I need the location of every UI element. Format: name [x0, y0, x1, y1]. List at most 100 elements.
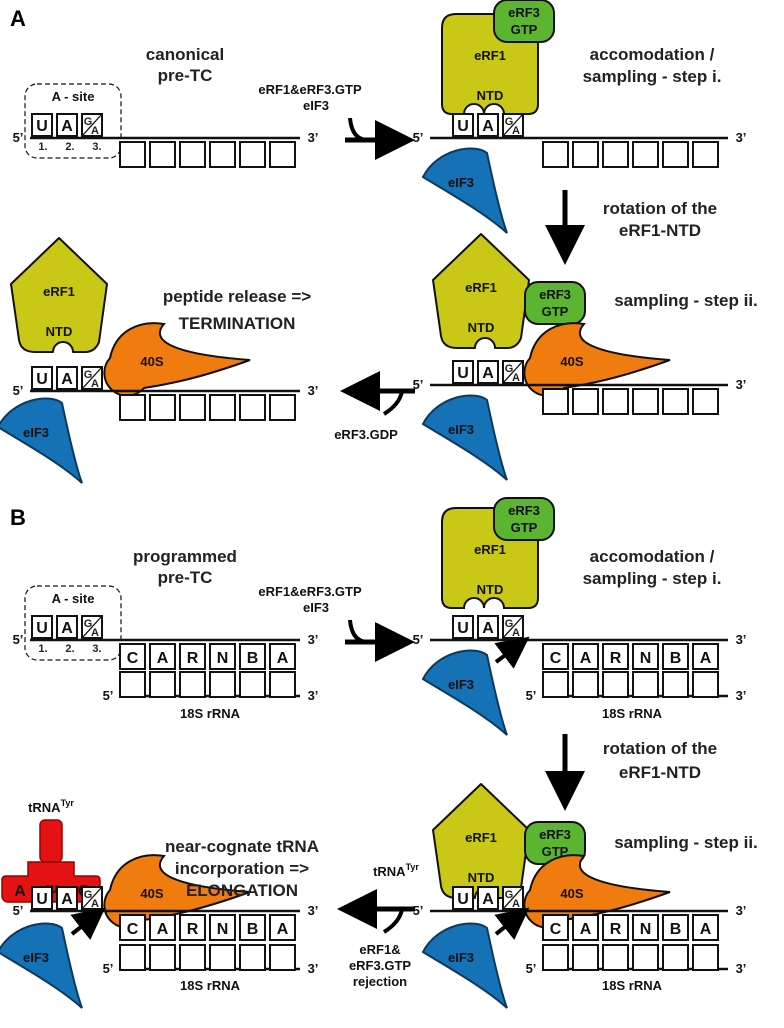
a2-mrna-5prime: 5’: [413, 130, 424, 145]
b2-codon-n2: A: [482, 620, 494, 637]
b3-mrna-letter-4: N: [640, 921, 652, 938]
b2-rrna-mrna-3prime: 3’: [736, 688, 747, 703]
b1-mrna-letter-6: A: [277, 650, 289, 667]
b4-mrna-letter-5: B: [247, 921, 259, 938]
b2-rrna-box-4: [632, 671, 659, 698]
a4-erf1-label: eRF1: [43, 284, 75, 299]
b2-mrna-letter-4: N: [640, 650, 652, 667]
a-arrow1-label-2: eIF3: [303, 98, 329, 113]
b-state3-title: sampling - step ii.: [614, 833, 758, 852]
b2-rrna-box-1: [542, 671, 569, 698]
b2-rrna-label: 18S rRNA: [602, 706, 663, 721]
a2-mrna-box-1: [542, 141, 569, 168]
a-state2-title-2: sampling - step i.: [583, 67, 722, 86]
trna-name: tRNA: [28, 800, 61, 815]
a4-erf1-shape: [10, 237, 108, 353]
a4-mrna-box-4: [209, 394, 236, 421]
b2-erf1-ntd: NTD: [477, 582, 504, 597]
a2-codon-n2: A: [482, 118, 494, 135]
b2-rrna-mrna-5prime: 5’: [526, 688, 537, 703]
b2-mrna-box-5: [662, 643, 689, 670]
b1-asite-pos2: 2.: [65, 643, 74, 655]
a3-erf3-label: eRF3: [539, 287, 571, 302]
b4-codon-n3-top: G: [84, 889, 93, 901]
b4-trna-label: tRNATyr: [28, 798, 74, 815]
b4-rrna-mrna-5prime: 5’: [103, 961, 114, 976]
b2-rrna-box-2: [572, 671, 599, 698]
a1-codon-n1: U: [36, 118, 48, 135]
b4-mrna-letter-6: A: [277, 921, 289, 938]
panel-b-label: B: [10, 505, 26, 530]
b2-erf3-shape: [493, 497, 555, 541]
b2-codon-box-1: [452, 615, 474, 639]
b3-mrna-box-5: [662, 914, 689, 941]
b2-mrna-letter-3: R: [610, 650, 622, 667]
a1-codon-slash: [81, 113, 103, 137]
b4-rrna-box-6: [269, 944, 296, 971]
b4-eif3-label: eIF3: [23, 950, 49, 965]
b3-eif3-label: eIF3: [448, 950, 474, 965]
b4-rrna-box-3: [179, 944, 206, 971]
a4-codon-n1: U: [36, 371, 48, 388]
a3-eif3-label: eIF3: [448, 422, 474, 437]
b-state4-title-1: near-cognate tRNA: [165, 837, 319, 856]
a-state1-title-2: pre-TC: [158, 66, 213, 85]
a2-codon-n1: U: [457, 118, 469, 135]
a3-codon-n3-top: G: [505, 363, 514, 375]
b3-mrna-letter-2: A: [580, 921, 592, 938]
a1-codon-box-2: [56, 113, 78, 137]
a1-mrna-box-2: [149, 141, 176, 168]
a3-40s-shape: [523, 322, 671, 397]
b3-codon-box-2: [477, 886, 499, 910]
b1-codon-box-2: [56, 615, 78, 639]
a2-erf1-ntd: NTD: [477, 88, 504, 103]
a4-40s-shape: [103, 322, 251, 397]
b2-codon-slash: [502, 615, 524, 639]
a4-mrna-3prime: 3’: [308, 383, 319, 398]
a2-codon-box-1: [452, 113, 474, 137]
b3-mrna-box-2: [572, 914, 599, 941]
b2-codon-n1: U: [457, 620, 469, 637]
b1-mrna-letter-3: R: [187, 650, 199, 667]
b3-erf1-ntd: NTD: [468, 870, 495, 885]
b3-mrna-box-4: [632, 914, 659, 941]
b4-codon-n2: A: [61, 891, 73, 908]
a1-codon-n3-bottom: A: [91, 125, 99, 137]
a3-erf1-ntd: NTD: [468, 320, 495, 335]
a3-mrna-box-2: [572, 388, 599, 415]
a2-mrna-box-2: [572, 141, 599, 168]
a1-codon-n3-top: G: [84, 116, 93, 128]
a2-codon-n3-bottom: A: [512, 125, 520, 137]
b4-codon-n3-bottom: A: [91, 898, 99, 910]
b4-codon-slash: [81, 886, 103, 910]
b3-40s-shape: [523, 854, 671, 929]
a1-mrna-5prime: 5’: [13, 130, 24, 145]
a3-mrna-3prime: 3’: [736, 377, 747, 392]
b4-mrna-box-2: [149, 914, 176, 941]
b1-mrna-letter-5: B: [247, 650, 259, 667]
b2-mrna-box-1: [542, 643, 569, 670]
b-state2-title-2: sampling - step i.: [583, 569, 722, 588]
a3-mrna-5prime: 5’: [413, 377, 424, 392]
b3-mrna-5prime: 5’: [413, 903, 424, 918]
a1-mrna-3prime: 3’: [308, 130, 319, 145]
b2-eif3-pointer-arrow: [494, 636, 530, 669]
b2-mrna-box-2: [572, 643, 599, 670]
b1-mrna-box-4: [209, 643, 236, 670]
b1-codon-box-1: [31, 615, 53, 639]
a1-asite-pos3: 3.: [92, 141, 101, 153]
b-arrow1-label-1: eRF1&eRF3.GTP: [258, 584, 362, 599]
b1-asite-label: A - site: [52, 591, 95, 606]
b-arrow2-label-3: rejection: [353, 974, 407, 989]
a1-mrna-box-5: [239, 141, 266, 168]
a2-erf3-gtp: GTP: [511, 22, 538, 37]
b2-mrna-letter-2: A: [580, 650, 592, 667]
a4-eif3-label: eIF3: [23, 425, 49, 440]
a4-erf1-ntd: NTD: [46, 324, 73, 339]
a3-codon-slash: [502, 360, 524, 384]
b1-rrna-box-1: [119, 671, 146, 698]
b4-rrna-label: 18S rRNA: [180, 978, 241, 993]
a4-codon-box-1: [31, 366, 53, 390]
b3-mrna-box-3: [602, 914, 629, 941]
b2-mrna-letter-6: A: [700, 650, 712, 667]
